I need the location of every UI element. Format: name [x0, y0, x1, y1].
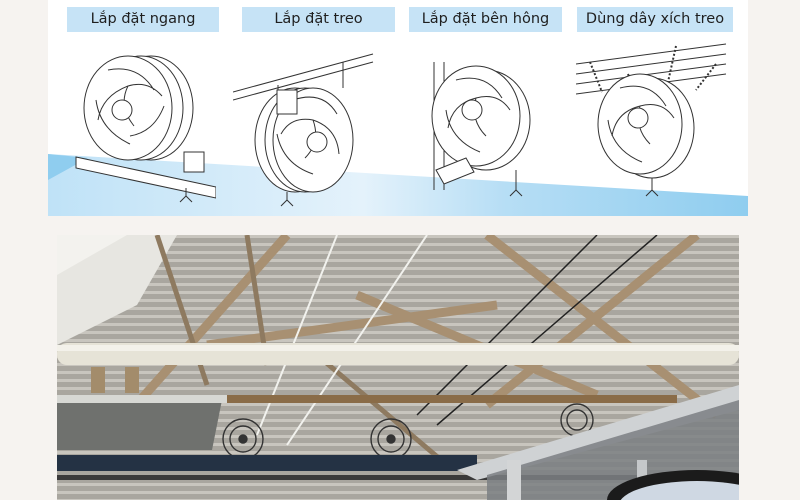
- barn-photo-illustration: [57, 235, 739, 500]
- label-horizontal-mount: Lắp đặt ngang: [67, 7, 219, 32]
- fan-chain-mount-illustration: [576, 43, 727, 197]
- label-chain-mount: Dùng dây xích treo: [577, 7, 733, 32]
- barn-ceiling-photo: [57, 235, 739, 500]
- fan-side-mount-illustration: [431, 62, 531, 197]
- label-hanging-mount: Lắp đặt treo: [242, 7, 395, 32]
- fan-horizontal-mount-illustration: [75, 55, 216, 203]
- installation-diagram-panel: Lắp đặt ngang Lắp đặt treo Lắp đặt bên h…: [48, 0, 748, 216]
- label-side-mount: Lắp đặt bên hông: [409, 7, 562, 32]
- fan-hanging-mount-illustration: [233, 53, 374, 207]
